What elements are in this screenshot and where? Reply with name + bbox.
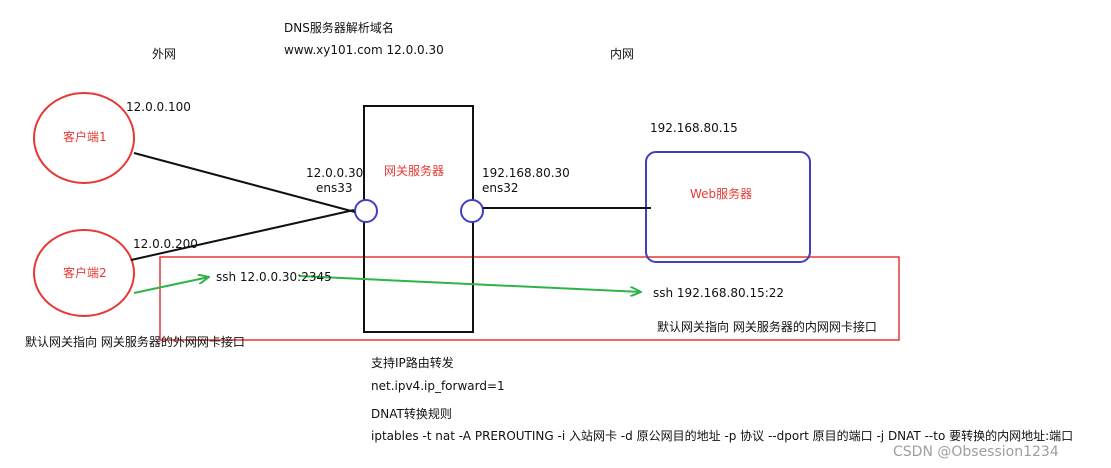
dnat-title: DNAT转换规则	[371, 407, 452, 421]
client2-ip: 12.0.0.200	[133, 237, 198, 251]
gateway-int-ip: 192.168.80.30	[482, 166, 570, 180]
client1-node	[33, 92, 135, 184]
ssh-internal: ssh 192.168.80.15:22	[653, 286, 785, 300]
external-net-label: 外网	[152, 47, 177, 61]
default-gateway-external: 默认网关指向 网关服务器的外网网卡接口	[25, 335, 245, 349]
web-label: Web服务器	[690, 187, 753, 201]
client2-label: 客户端2	[63, 266, 107, 280]
dnat-command: iptables -t nat -A PREROUTING -i 入站网卡 -d…	[371, 429, 1074, 443]
internal-net-label: 内网	[610, 47, 635, 61]
flow-arrow-client-to-gateway	[133, 277, 209, 294]
watermark: CSDN @Obsession1234	[893, 444, 1059, 460]
dnat-highlight-box	[159, 256, 900, 341]
ip-forward-cmd: net.ipv4.ip_forward=1	[371, 379, 505, 393]
gateway-ext-nic	[354, 199, 378, 223]
flow-arrow-gateway-to-web	[298, 275, 641, 292]
ssh-external: ssh 12.0.0.30:2345	[216, 270, 332, 284]
dns-record: www.xy101.com 12.0.0.30	[284, 43, 444, 57]
ip-forward-title: 支持IP路由转发	[371, 356, 454, 370]
gateway-int-if: ens32	[482, 181, 519, 195]
default-gateway-internal: 默认网关指向 网关服务器的内网网卡接口	[657, 320, 877, 334]
web-ip: 192.168.80.15	[650, 121, 738, 135]
gateway-label: 网关服务器	[384, 164, 445, 178]
client2-node	[33, 229, 135, 317]
gateway-ext-if: ens33	[316, 181, 353, 195]
gateway-node	[363, 105, 474, 333]
client1-ip: 12.0.0.100	[126, 100, 191, 114]
web-node	[645, 151, 811, 263]
dns-title: DNS服务器解析域名	[284, 21, 394, 35]
gateway-int-nic	[460, 199, 484, 223]
gateway-ext-ip: 12.0.0.30	[306, 166, 364, 180]
link-client2-gateway	[130, 209, 355, 261]
client1-label: 客户端1	[63, 130, 107, 144]
link-client1-gateway	[133, 152, 356, 213]
